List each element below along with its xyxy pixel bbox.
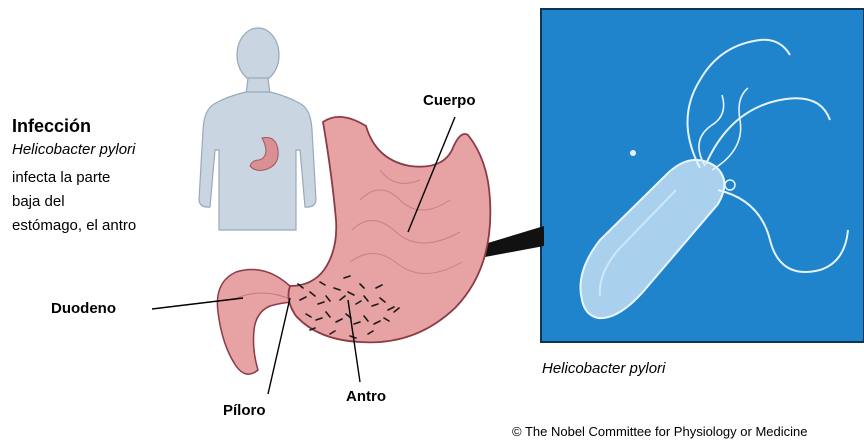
infection-text-line: infecta la parte bbox=[12, 169, 110, 186]
human-figure bbox=[199, 28, 316, 230]
infection-text-line: baja del bbox=[12, 193, 65, 210]
label-duodeno: Duodeno bbox=[51, 300, 116, 317]
copyright-credit: © The Nobel Committee for Physiology or … bbox=[512, 424, 807, 439]
label-antro: Antro bbox=[346, 388, 386, 405]
infection-title: Infección bbox=[12, 116, 91, 137]
label-cuerpo: Cuerpo bbox=[423, 92, 476, 109]
infection-species: Helicobacter pylori bbox=[12, 141, 135, 158]
infection-text-line: estómago, el antro bbox=[12, 217, 136, 234]
micrograph-caption: Helicobacter pylori bbox=[542, 360, 665, 377]
label-piloro: Píloro bbox=[223, 402, 266, 419]
micrograph-panel bbox=[541, 9, 864, 342]
leader-piloro bbox=[268, 298, 290, 394]
